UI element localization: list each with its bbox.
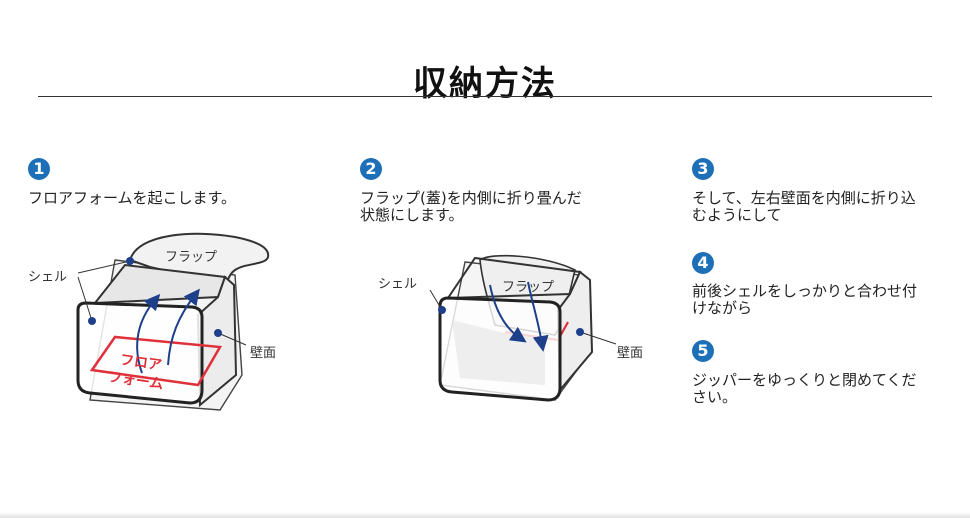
figure-2-shell-label: シェル (378, 277, 418, 292)
step-3-text: そして、左右壁面を内側に折り込 むようにして (692, 189, 916, 224)
step-2-number-badge: 2 (360, 158, 382, 180)
figure-1-flap-label: フラップ (165, 250, 218, 265)
step-1-number-badge: 1 (28, 158, 50, 180)
page-title: 収納方法 (413, 64, 557, 104)
step-3-number-badge: 3 (692, 158, 714, 180)
step-5-text: ジッパーをゆっくりと閉めてくだ さい。 (692, 371, 917, 406)
figure-2-flap-label: フラップ (502, 280, 555, 295)
title-divider (38, 96, 932, 97)
step-4-text: 前後シェルをしっかりと合わせ付 けながら (692, 282, 918, 317)
figure-2-illustration (429, 254, 617, 402)
figure-2-wall-label: 壁面 (617, 346, 644, 361)
figure-1-wall-label: 壁面 (250, 346, 277, 361)
step-1-text: フロアフォームを起こします。 (28, 189, 237, 207)
figure-1-illustration (76, 232, 270, 411)
step-5-number-badge: 5 (692, 340, 714, 362)
step-4-number-badge: 4 (692, 252, 714, 274)
figure-1-shell-label: シェル (28, 270, 68, 285)
step-2-text: フラップ(蓋)を内側に折り畳んだ 状態にします。 (360, 189, 582, 224)
bottom-divider (0, 512, 970, 518)
